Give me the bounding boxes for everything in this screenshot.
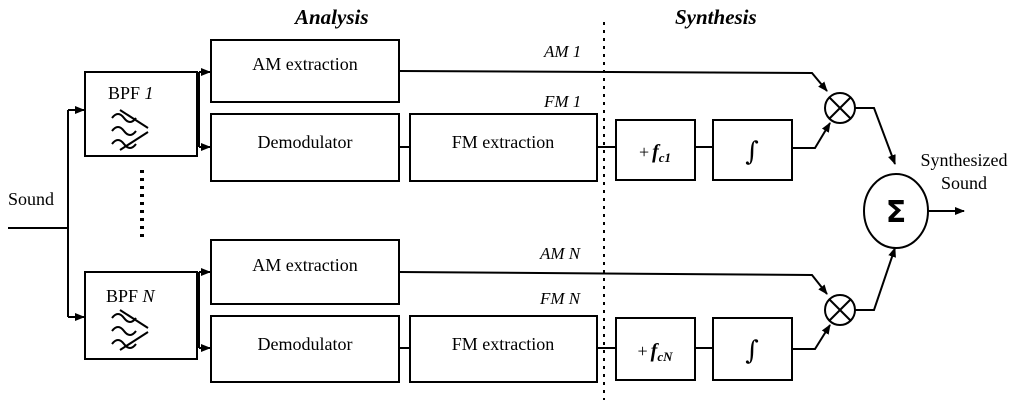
carrier-add-n-box bbox=[615, 317, 696, 381]
integrator-1-wire bbox=[792, 122, 831, 149]
integral-icon: ∫ bbox=[745, 336, 759, 366]
am-n-wire bbox=[398, 271, 828, 295]
bpf-n-box bbox=[84, 271, 198, 360]
carrier-add-1-box bbox=[615, 119, 696, 181]
integrator-1-box bbox=[712, 119, 793, 181]
channel-1: BPF 1 AM extraction Demodulator FM extra… bbox=[84, 39, 896, 182]
output-label-line1: Synthesized bbox=[921, 150, 1008, 170]
svg-text:Σ: Σ bbox=[886, 195, 907, 230]
fm-extraction-n-label: FM extraction bbox=[452, 334, 554, 354]
bandpass-filter-icon bbox=[111, 109, 149, 151]
integral-icon: ∫ bbox=[745, 137, 759, 167]
am-1-wire bbox=[398, 70, 828, 92]
carrier-add-1-label: +fc1 bbox=[639, 141, 671, 165]
demodulator-n-label: Demodulator bbox=[258, 334, 353, 354]
demodulator-n-box bbox=[210, 315, 400, 383]
fm-1-signal-label: FM 1 bbox=[543, 92, 581, 111]
channel-n: BPF N AM extraction Demodulator FM extra… bbox=[84, 239, 896, 383]
bpf-1-label: BPF 1 bbox=[108, 83, 154, 103]
output-label-line2: Sound bbox=[941, 173, 987, 193]
bpf-n-label: BPF N bbox=[106, 286, 156, 306]
mult-1-to-sum-wire bbox=[855, 107, 896, 165]
am-n-signal-label: AM N bbox=[539, 244, 582, 263]
am-extraction-n-box bbox=[210, 239, 400, 305]
input-sound-label: Sound bbox=[8, 189, 54, 209]
am-extraction-1-label: AM extraction bbox=[252, 54, 357, 74]
mult-n-to-sum-wire bbox=[855, 247, 896, 311]
carrier-add-n-label: +fcN bbox=[638, 340, 674, 364]
fm-n-signal-label: FM N bbox=[539, 289, 582, 308]
demodulator-1-box bbox=[210, 113, 400, 182]
analysis-header: Analysis bbox=[293, 5, 369, 29]
am-extraction-1-box bbox=[210, 39, 400, 103]
fm-extraction-1-label: FM extraction bbox=[452, 132, 554, 152]
synthesis-header: Synthesis bbox=[675, 5, 757, 29]
demodulator-1-label: Demodulator bbox=[258, 132, 353, 152]
bandpass-filter-icon bbox=[111, 309, 149, 351]
summation-icon: Σ bbox=[863, 173, 929, 249]
multiplier-icon bbox=[824, 294, 856, 326]
bpf-1-box bbox=[84, 71, 198, 157]
am-extraction-n-label: AM extraction bbox=[252, 255, 357, 275]
multiplier-icon bbox=[824, 92, 856, 124]
fm-extraction-n-box bbox=[409, 315, 598, 383]
integrator-n-wire bbox=[792, 324, 831, 350]
am-1-signal-label: AM 1 bbox=[543, 42, 581, 61]
